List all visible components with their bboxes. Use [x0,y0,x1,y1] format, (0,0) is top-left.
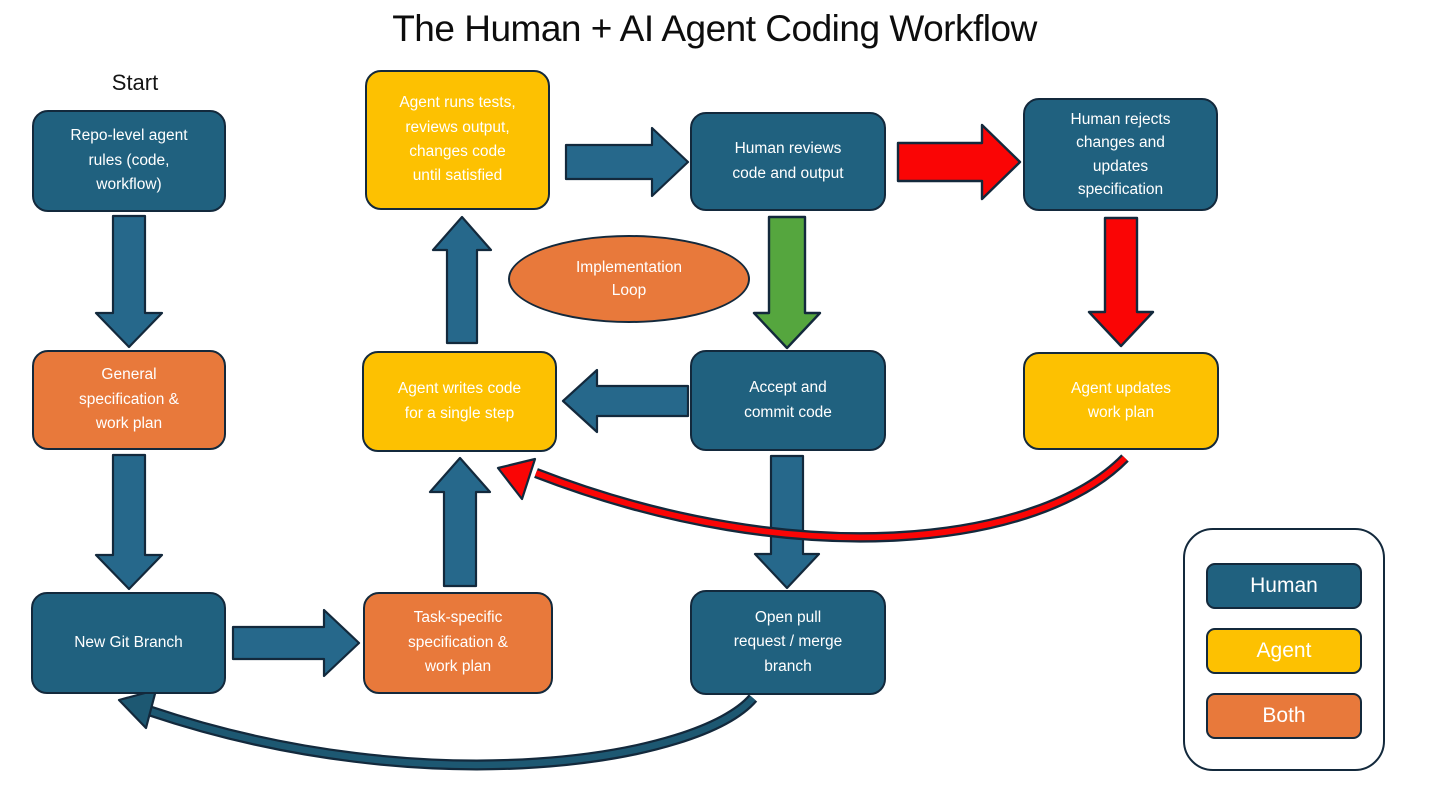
node-open-pull-request: Open pull request / merge branch [690,590,886,695]
node-agent-updates-plan: Agent updates work plan [1023,352,1219,450]
node-human-rejects: Human rejects changes and updates specif… [1023,98,1218,211]
node-agent-writes-code: Agent writes code for a single step [362,351,557,452]
node-task-spec: Task-specific specification & work plan [363,592,553,694]
arrow-taskspec-to-writes [428,456,492,588]
arrow-general-to-branch [94,453,164,591]
legend-item-agent: Agent [1206,628,1362,674]
arrow-branch-to-taskspec [231,608,361,678]
arrow-updates-to-writes-curve [496,454,1129,543]
node-repo-rules: Repo-level agent rules (code, workflow) [32,110,226,212]
arrow-openpr-to-branch-curve [117,688,758,771]
node-new-git-branch: New Git Branch [31,592,226,694]
node-implementation-loop: Implementation Loop [508,235,750,323]
node-human-reviews: Human reviews code and output [690,112,886,211]
arrow-reviews-to-rejects [896,123,1022,201]
page-title: The Human + AI Agent Coding Workflow [392,8,1037,49]
node-agent-runs-tests: Agent runs tests, reviews output, change… [365,70,550,210]
arrow-reviews-to-accept [752,215,822,350]
arrow-rejects-to-updates [1087,216,1155,348]
arrow-repo-to-general [94,214,164,349]
legend: Human Agent Both [1183,528,1385,771]
node-accept-commit: Accept and commit code [690,350,886,451]
arrow-writes-to-runs [431,215,493,345]
start-label: Start [111,70,159,95]
arrow-accept-to-openpr [753,454,821,590]
node-general-spec: General specification & work plan [32,350,226,450]
legend-item-human: Human [1206,563,1362,609]
legend-item-both: Both [1206,693,1362,739]
arrow-accept-to-writes [561,368,690,434]
arrow-runs-to-reviews [564,126,690,198]
